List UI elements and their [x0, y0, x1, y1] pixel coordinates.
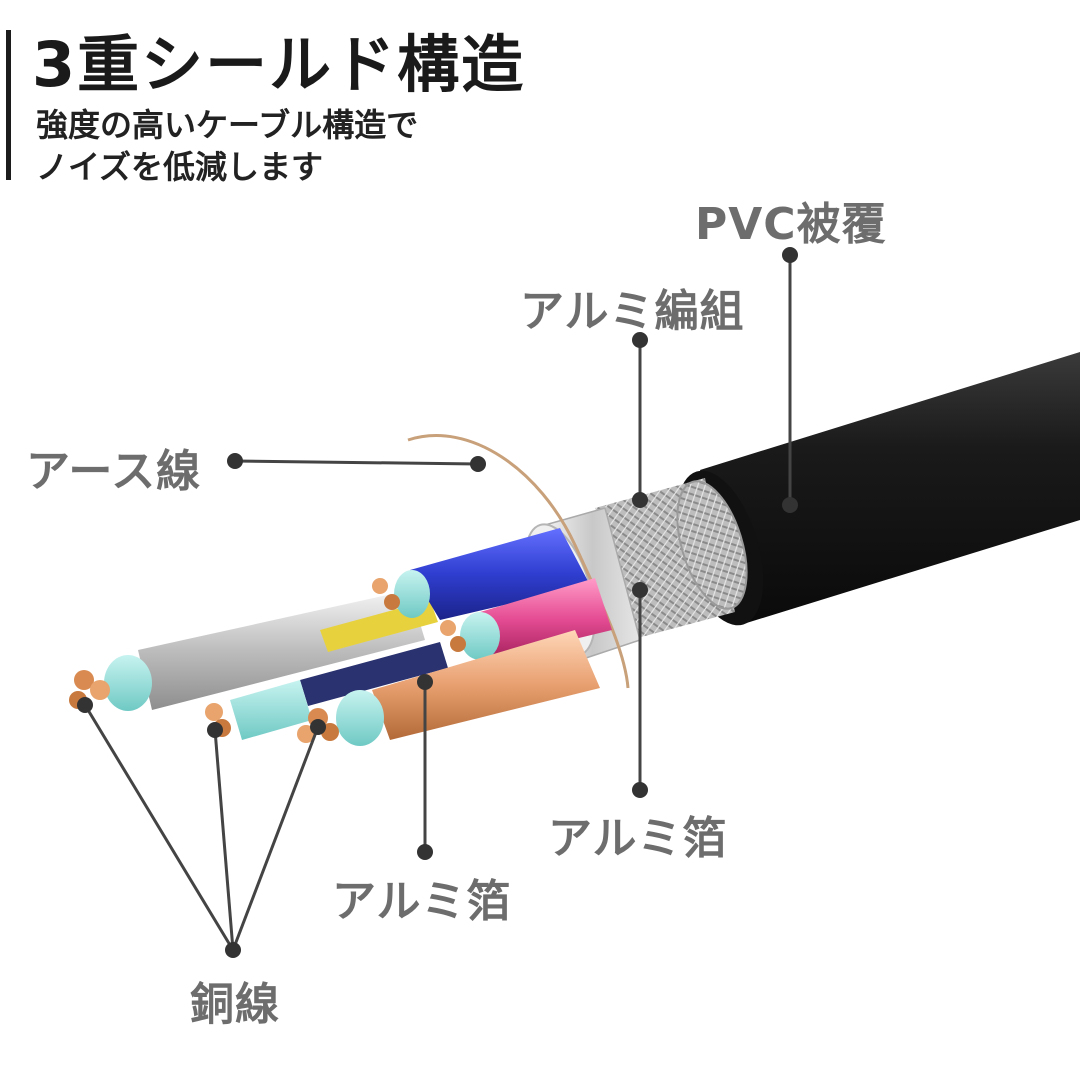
pair-copper-foil [297, 630, 600, 746]
label-copper-wire: 銅線 [190, 979, 280, 1030]
leader-dots [77, 247, 798, 958]
label-aluminum-foil-outer: アルミ箔 [548, 813, 728, 864]
label-aluminum-foil-inner: アルミ箔 [332, 876, 512, 927]
label-ground-wire: アース線 [26, 446, 202, 497]
leader-copper-1 [83, 704, 235, 951]
subtitle-line-1: 強度の高いケーブル構造で [36, 106, 419, 144]
page-title: 3重シールド構造 [32, 28, 526, 101]
subtitle-line-2: ノイズを低減します [36, 148, 324, 186]
leader-copper-2 [213, 729, 235, 951]
page-subtitle: 強度の高いケーブル構造で ノイズを低減します [36, 104, 418, 188]
leader-ground [234, 459, 479, 466]
leader-copper-3 [231, 726, 320, 951]
label-aluminum-braid: アルミ編組 [520, 286, 745, 337]
pair-silver [69, 590, 425, 711]
label-pvc-jacket: PVC被覆 [695, 199, 887, 250]
pair-pink [440, 578, 612, 660]
leader-lines [83, 255, 792, 951]
accent-bar [6, 30, 11, 180]
ground-wire [407, 434, 630, 689]
pair-navy [300, 642, 448, 706]
pair-blue [372, 528, 590, 620]
